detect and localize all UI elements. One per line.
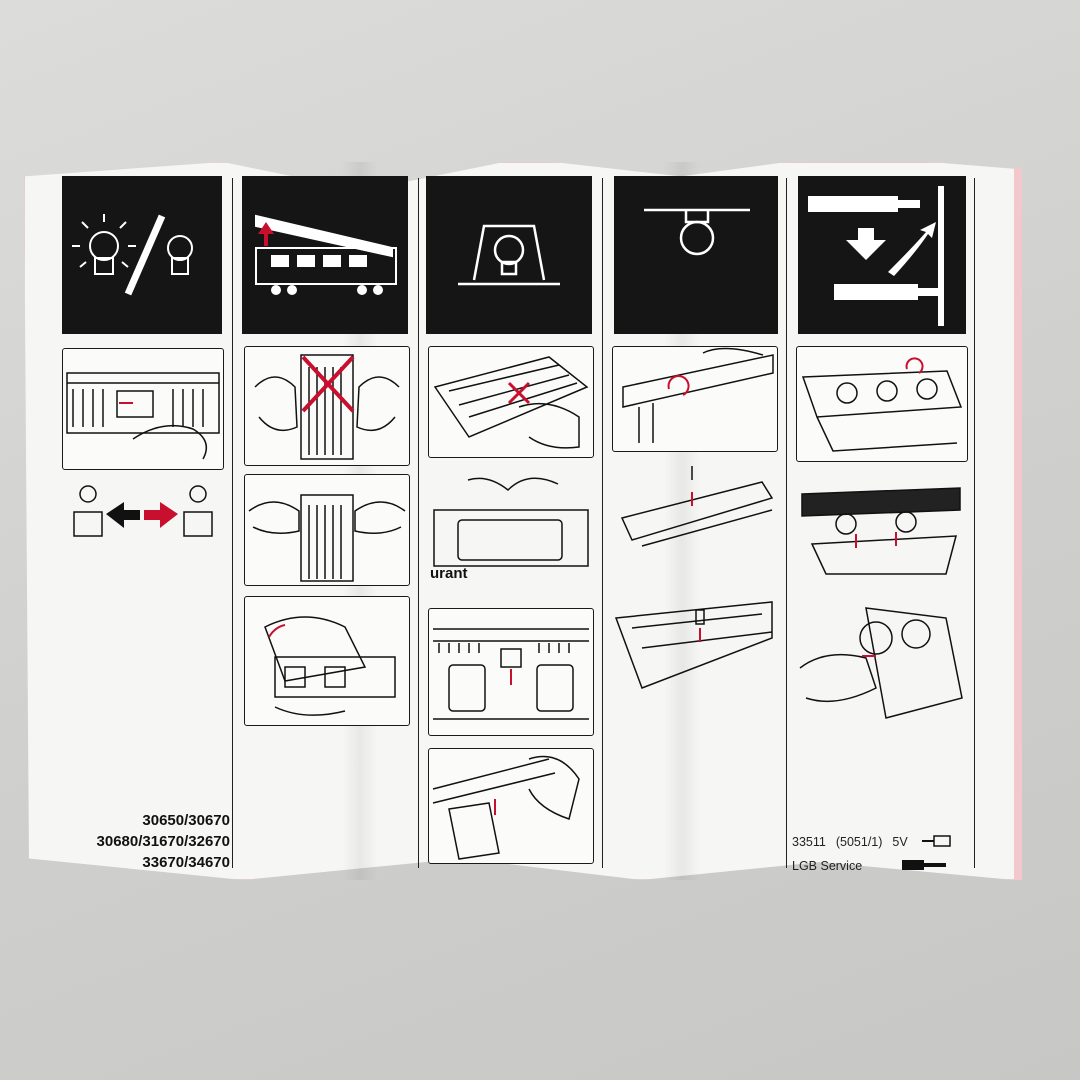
model-numbers: 30650/30670 30680/31670/32670 33670/3467… xyxy=(60,810,230,873)
bulb-part-icon xyxy=(902,858,948,875)
illustration-wheel-removal xyxy=(796,598,966,728)
header-panel-1 xyxy=(62,176,222,334)
ceiling-bulb-icon xyxy=(644,208,750,256)
lit-bulb-vs-unlit-bulb-icon xyxy=(72,214,193,296)
illustration-lift-roof-edge xyxy=(244,596,410,726)
column-divider xyxy=(232,178,233,868)
model-number-line: 30650/30670 xyxy=(142,812,230,829)
illustration-wrong-roof-removal xyxy=(244,346,410,466)
sheet-back-edge xyxy=(1014,168,1022,880)
coach-roof-lift-icon xyxy=(255,214,397,295)
service-label: LGB Service xyxy=(792,859,863,873)
replace-part-icon xyxy=(808,186,944,326)
header-panel-4 xyxy=(614,176,778,334)
column-divider xyxy=(418,178,419,868)
service-info: 33511 (5051/1) 5V LGB Service xyxy=(792,830,982,878)
illustration-wrong-bulb-removal xyxy=(428,346,594,458)
illustration-unscrew-lamp xyxy=(612,346,778,452)
column-divider xyxy=(602,178,603,868)
model-number-line: 33670/34670 xyxy=(142,854,230,871)
header-panel-2 xyxy=(242,176,408,334)
illustration-bogie-contacts xyxy=(796,474,966,584)
part-reference: (5051/1) xyxy=(835,835,883,849)
part-number: 33511 xyxy=(792,835,826,849)
illustration-interior-bulb xyxy=(428,608,594,736)
column-divider xyxy=(786,178,787,868)
illustration-restaurant-car-window: urant xyxy=(428,470,592,580)
column-divider xyxy=(974,178,975,868)
illustration-remove-lamp-housing xyxy=(62,348,224,470)
illustration-bulb-swap xyxy=(62,476,222,546)
model-number-line: 30680/31670/32670 xyxy=(96,833,230,850)
illustration-roof-lamp-mount xyxy=(612,598,776,702)
restaurant-label: urant xyxy=(430,565,468,580)
small-bulb-icon xyxy=(921,834,952,851)
voltage: 5V xyxy=(892,835,908,849)
bulb-in-socket-icon xyxy=(458,224,560,286)
illustration-correct-roof-removal xyxy=(244,474,410,586)
illustration-seat-bulb xyxy=(428,748,594,864)
header-panel-5 xyxy=(798,176,966,334)
illustration-insert-screw xyxy=(612,462,776,566)
illustration-bogie-disassembly xyxy=(796,346,968,462)
header-panel-3 xyxy=(426,176,592,334)
